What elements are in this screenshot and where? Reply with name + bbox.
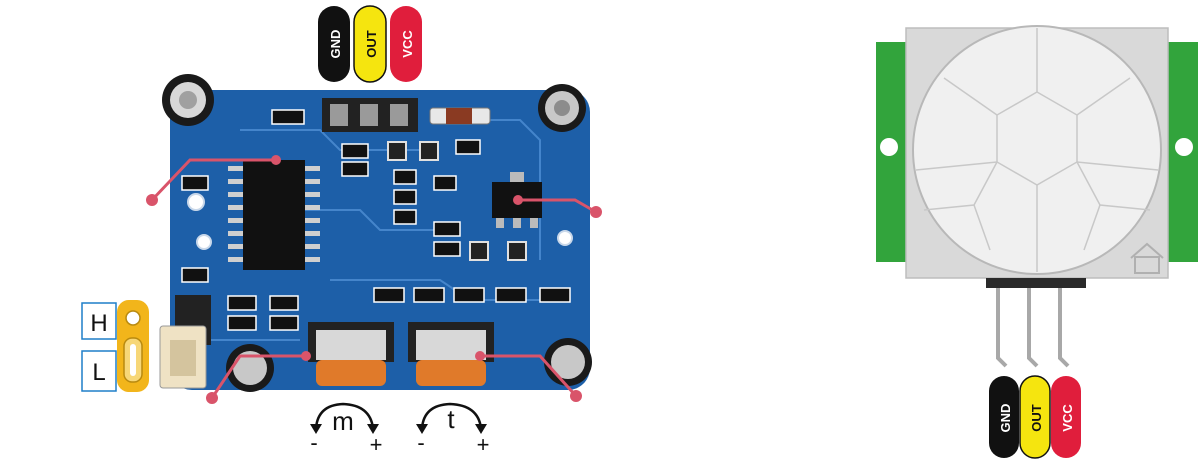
pcb-mount-hole bbox=[557, 230, 573, 246]
arrow-head-left-icon bbox=[416, 424, 428, 434]
pointer-dot bbox=[513, 195, 523, 205]
pointer-dot bbox=[590, 206, 602, 218]
top-vcc-pill bbox=[390, 6, 422, 82]
top-out-label: OUT bbox=[364, 30, 379, 58]
pcb-mount-hole bbox=[187, 193, 205, 211]
pointer-dot bbox=[146, 194, 158, 206]
arrow-head-right-icon bbox=[475, 424, 487, 434]
sensor-pin-base bbox=[986, 278, 1086, 288]
pcb-mount-hole bbox=[196, 234, 212, 250]
bottom-gnd-pill bbox=[989, 376, 1019, 458]
top-gnd-label: GND bbox=[328, 30, 343, 59]
pointer-dot bbox=[475, 351, 485, 361]
fresnel-dome bbox=[912, 25, 1162, 275]
capacitor-bottom-right bbox=[544, 338, 592, 386]
sensor-pins bbox=[996, 288, 1070, 368]
top-out-pill bbox=[353, 5, 387, 83]
pot-t-minus: - bbox=[417, 430, 424, 455]
potentiometer-sensitivity bbox=[308, 322, 394, 386]
pointer-dot bbox=[301, 351, 311, 361]
top-pin-labels: GND OUT VCC bbox=[318, 5, 422, 83]
arrow-head-left-icon bbox=[310, 424, 322, 434]
rotate-arrow-t-icon bbox=[420, 402, 483, 429]
pointer-regulator bbox=[516, 198, 598, 214]
pot-m-plus: + bbox=[370, 432, 383, 457]
capacitor-top-right bbox=[538, 84, 586, 132]
capacitor-top-left bbox=[162, 74, 214, 126]
jumper-gold-pins bbox=[117, 300, 149, 392]
bottom-pin-labels: GND OUT VCC bbox=[989, 375, 1081, 459]
pot-t-plus: + bbox=[477, 432, 490, 457]
jumper-legend: H L bbox=[81, 300, 149, 392]
pcb-jumper-header bbox=[159, 295, 211, 389]
house-logo-icon bbox=[1130, 242, 1164, 274]
pcb-diode bbox=[429, 107, 491, 125]
pot-m-minus: - bbox=[310, 430, 317, 455]
pointer-pot-time bbox=[478, 354, 578, 398]
bottom-vcc-pill bbox=[1051, 376, 1081, 458]
ic-chip bbox=[228, 160, 320, 270]
bottom-gnd-label: GND bbox=[998, 404, 1013, 433]
bottom-out-label: OUT bbox=[1029, 404, 1044, 432]
top-gnd-pill bbox=[318, 6, 350, 82]
pot-m-label: m bbox=[332, 406, 354, 436]
pointer-lines bbox=[150, 158, 598, 400]
pointer-dot bbox=[570, 390, 582, 402]
pir-pcb-board bbox=[159, 74, 592, 392]
pot-t-label: t bbox=[447, 404, 455, 434]
pot-adjust-t: t - + bbox=[416, 402, 490, 457]
jumper-l-label: L bbox=[92, 359, 105, 386]
pointer-dot bbox=[206, 392, 218, 404]
jumper-h-box bbox=[81, 302, 117, 340]
pcb-pads bbox=[387, 141, 527, 261]
rotate-arrow-m-icon bbox=[314, 402, 375, 429]
pir-sensor-front bbox=[876, 25, 1198, 368]
pcb-pin-header bbox=[322, 98, 418, 132]
pointer-pot-sensitivity bbox=[210, 354, 308, 400]
jumper-l-box bbox=[81, 350, 117, 392]
top-vcc-label: VCC bbox=[400, 30, 415, 58]
bottom-out-pill bbox=[1019, 375, 1051, 459]
jumper-h-label: H bbox=[90, 310, 107, 337]
mount-hole-right bbox=[1175, 138, 1193, 156]
pointer-ic bbox=[150, 158, 278, 202]
fresnel-segments bbox=[915, 28, 1159, 272]
pot-adjust-m: m - + bbox=[310, 402, 383, 457]
pointer-dots bbox=[146, 155, 602, 404]
smd-components bbox=[181, 109, 571, 331]
bottom-vcc-label: VCC bbox=[1060, 404, 1075, 432]
pointer-dot bbox=[271, 155, 281, 165]
arrow-head-right-icon bbox=[367, 424, 379, 434]
mount-hole-left bbox=[880, 138, 898, 156]
